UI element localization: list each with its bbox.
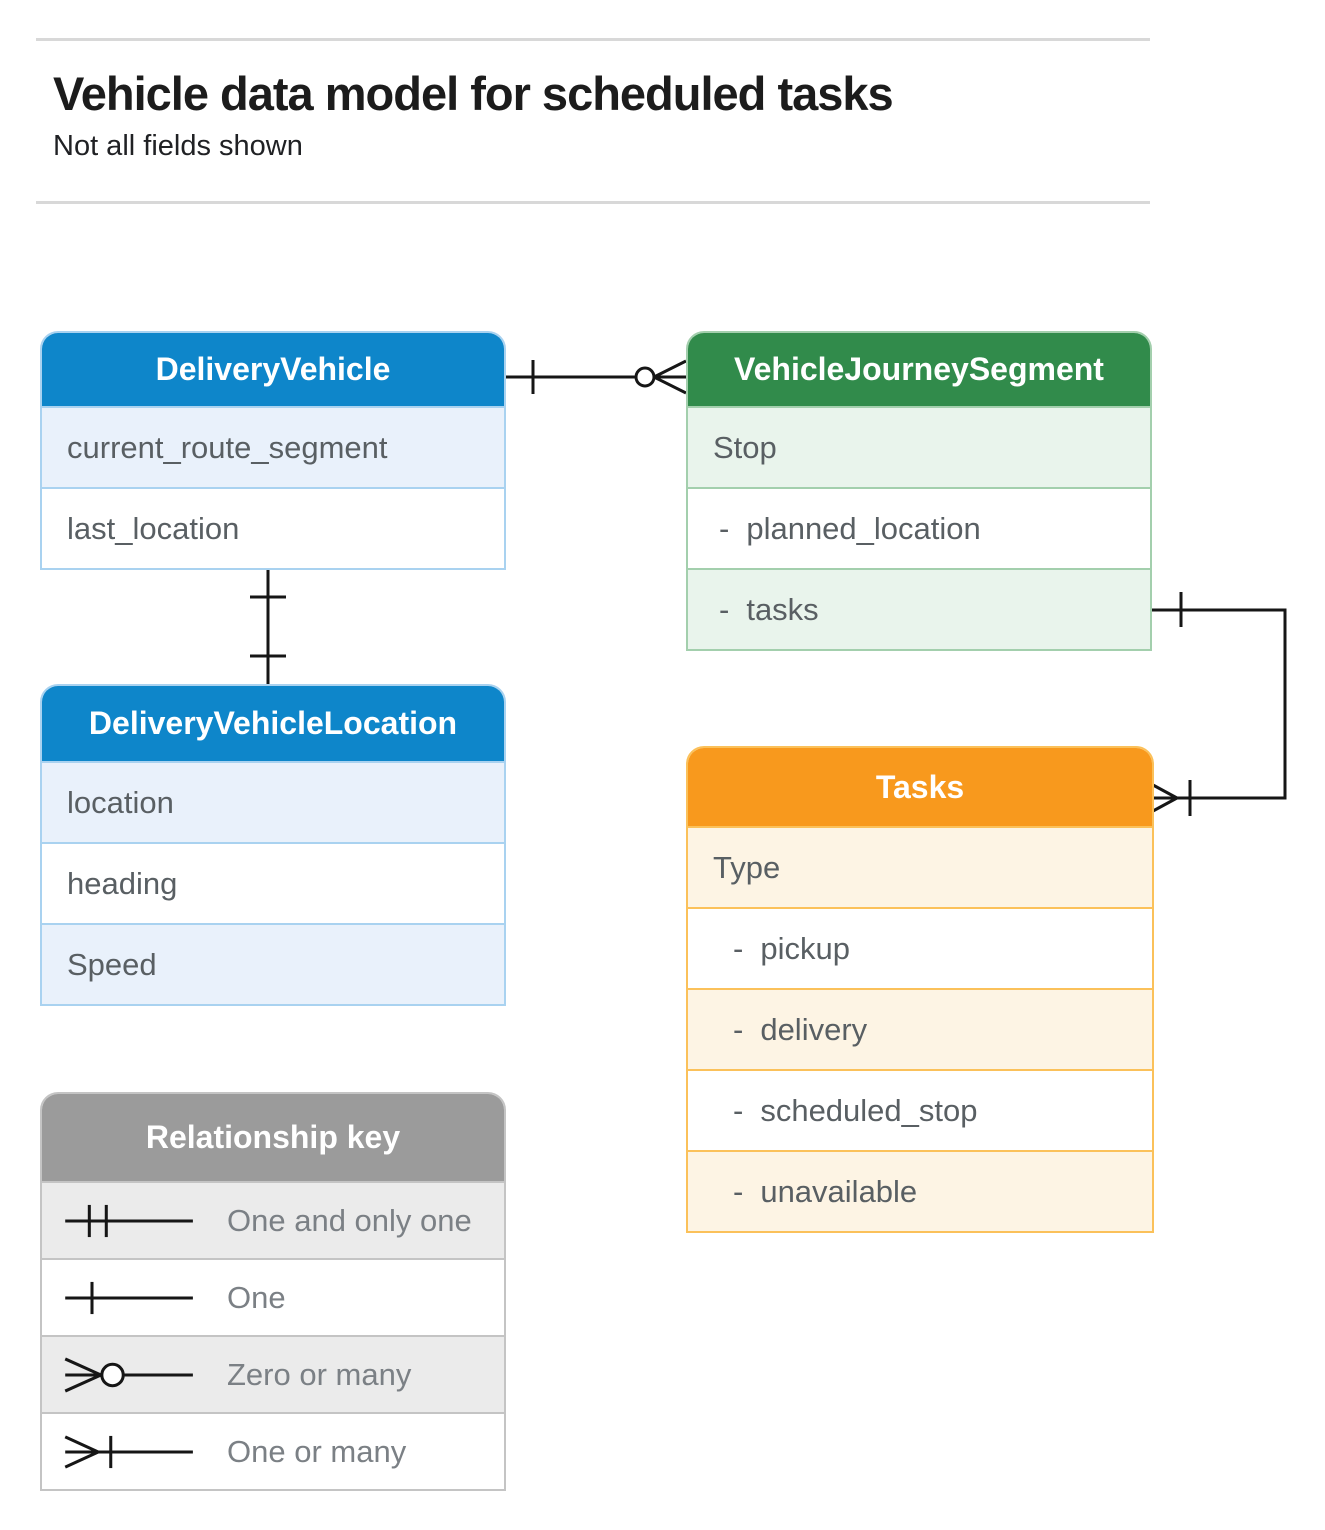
entity-vehiclejourneysegment-title: VehicleJourneySegment bbox=[688, 333, 1150, 406]
field-row-speed: Speed bbox=[42, 923, 504, 1004]
field-row-scheduled-stop: - scheduled_stop bbox=[688, 1069, 1152, 1150]
connector-deliveryvehicle-to-deliveryvehiclelocation bbox=[250, 568, 286, 684]
field-label: last_location bbox=[67, 510, 240, 546]
field-row-tasks: - tasks bbox=[688, 568, 1150, 649]
field-bullet: - bbox=[733, 1092, 744, 1128]
field-label: planned_location bbox=[746, 510, 981, 546]
connector-vehiclejourneysegment-tasks-to-tasks bbox=[1152, 592, 1287, 816]
legend-item-one-and-only-one: One and only one bbox=[42, 1181, 504, 1258]
legend-item-one: One bbox=[42, 1258, 504, 1335]
legend-label: One bbox=[227, 1279, 286, 1315]
field-label: Stop bbox=[713, 429, 777, 465]
field-bullet: - bbox=[719, 510, 730, 546]
field-label: location bbox=[67, 784, 174, 820]
one-or-many-icon bbox=[64, 1434, 193, 1469]
divider-top bbox=[36, 38, 1150, 41]
field-row-delivery: - delivery bbox=[688, 988, 1152, 1069]
field-row-current-route-segment: current_route_segment bbox=[42, 406, 504, 487]
field-bullet: - bbox=[733, 1173, 744, 1209]
field-label: tasks bbox=[746, 591, 819, 627]
field-label: heading bbox=[67, 865, 178, 901]
field-bullet: - bbox=[719, 591, 730, 627]
legend-label: One or many bbox=[227, 1433, 407, 1469]
page-title: Vehicle data model for scheduled tasks bbox=[53, 67, 894, 120]
field-label: Type bbox=[713, 849, 781, 885]
field-row-heading: heading bbox=[42, 842, 504, 923]
entity-vehiclejourneysegment: VehicleJourneySegment Stop - planned_loc… bbox=[686, 331, 1152, 651]
legend-item-one-or-many: One or many bbox=[42, 1412, 504, 1489]
page-subtitle: Not all fields shown bbox=[53, 130, 303, 162]
one-and-only-one-icon bbox=[65, 1204, 193, 1237]
entity-deliveryvehiclelocation: DeliveryVehicleLocation location heading… bbox=[40, 684, 506, 1006]
legend-item-zero-or-many: Zero or many bbox=[42, 1335, 504, 1412]
divider-bottom bbox=[36, 201, 1150, 204]
entity-tasks-title: Tasks bbox=[688, 748, 1152, 826]
field-label: scheduled_stop bbox=[760, 1092, 978, 1128]
relationship-key-title: Relationship key bbox=[42, 1094, 504, 1181]
field-label: current_route_segment bbox=[67, 429, 388, 465]
field-row-location: location bbox=[42, 761, 504, 842]
field-row-unavailable: - unavailable bbox=[688, 1150, 1152, 1231]
entity-tasks: Tasks Type - pickup - delivery - schedul… bbox=[686, 746, 1154, 1233]
field-row-last-location: last_location bbox=[42, 487, 504, 568]
field-bullet: - bbox=[733, 1011, 744, 1047]
field-bullet: - bbox=[733, 930, 744, 966]
field-label: unavailable bbox=[760, 1173, 918, 1209]
legend-label: One and only one bbox=[227, 1202, 472, 1238]
field-label: pickup bbox=[760, 930, 850, 966]
connector-deliveryvehicle-to-vehiclejourneysegment bbox=[506, 359, 687, 395]
field-row-pickup: - pickup bbox=[688, 907, 1152, 988]
field-row-planned-location: - planned_location bbox=[688, 487, 1150, 568]
relationship-key: Relationship key One and only one One bbox=[40, 1092, 506, 1491]
field-row-stop: Stop bbox=[688, 406, 1150, 487]
one-icon bbox=[65, 1281, 193, 1314]
entity-deliveryvehicle: DeliveryVehicle current_route_segment la… bbox=[40, 331, 506, 570]
field-label: Speed bbox=[67, 946, 157, 982]
entity-deliveryvehiclelocation-title: DeliveryVehicleLocation bbox=[42, 686, 504, 761]
field-label: delivery bbox=[760, 1011, 868, 1047]
entity-deliveryvehicle-title: DeliveryVehicle bbox=[42, 333, 504, 406]
legend-label: Zero or many bbox=[227, 1356, 412, 1392]
field-row-type: Type bbox=[688, 826, 1152, 907]
zero-or-many-icon bbox=[64, 1357, 193, 1392]
